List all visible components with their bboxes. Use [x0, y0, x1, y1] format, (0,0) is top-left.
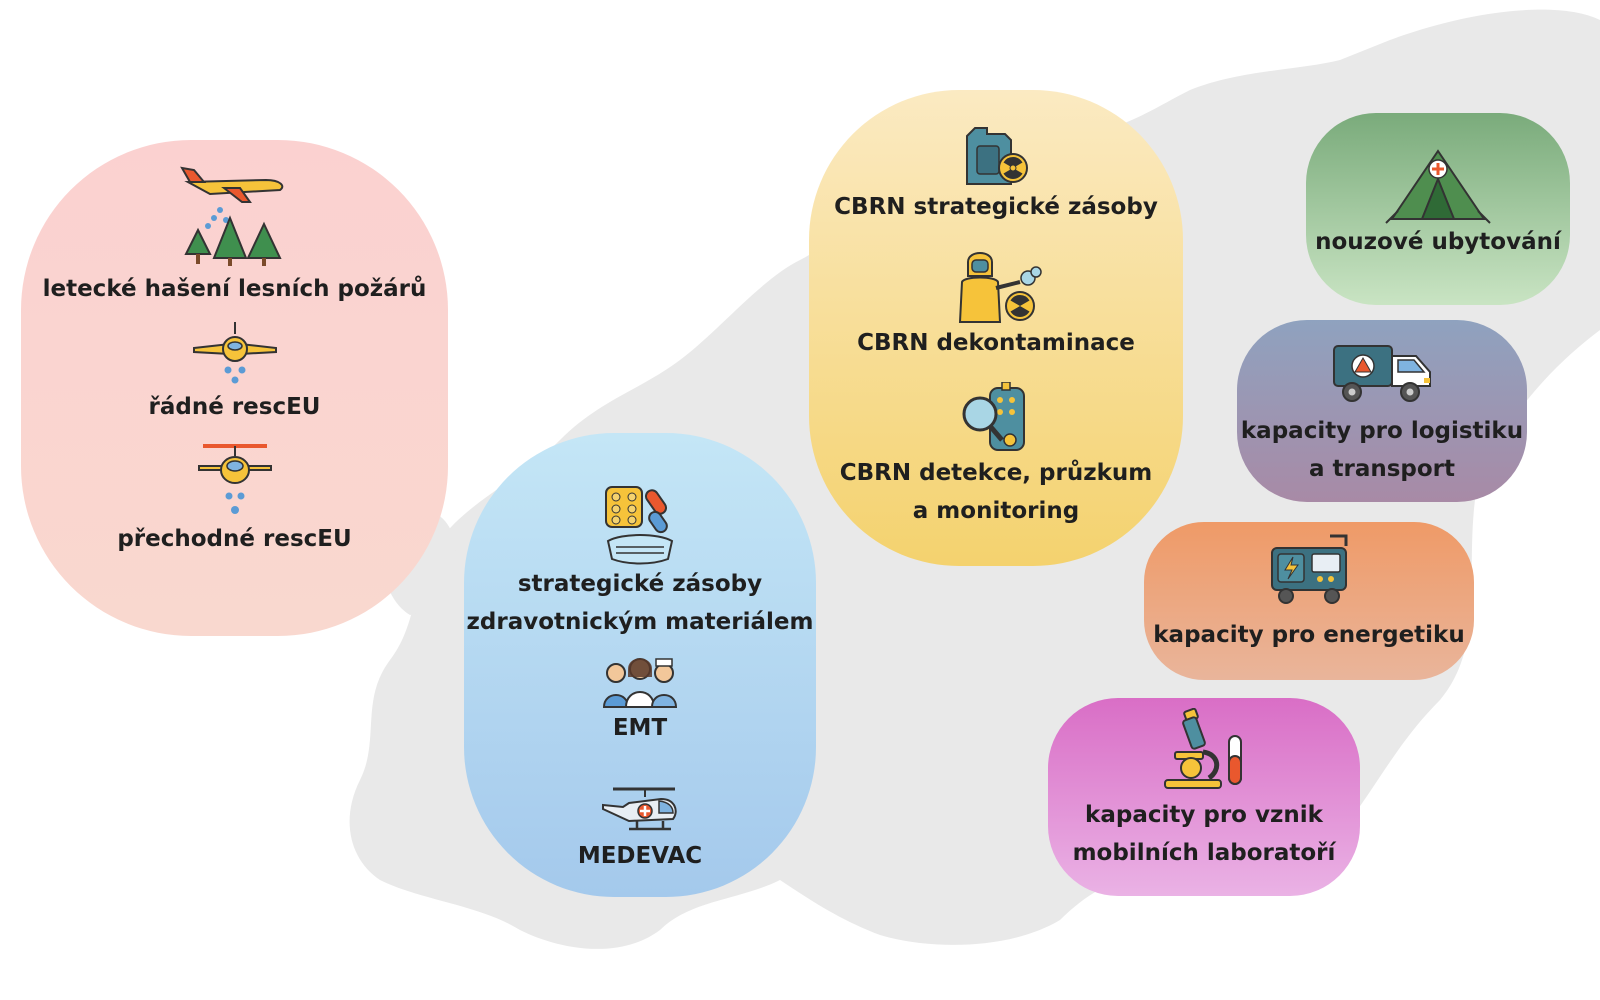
item-cbrn-detection: CBRN detekce, průzkum a monitoring: [840, 382, 1153, 530]
label-cbrn-detection-line1: CBRN detekce, průzkum: [839, 460, 1153, 486]
group-emergency-shelter: nouzové ubytování: [1306, 113, 1570, 305]
label-cbrn-detection-line2: a monitoring: [912, 498, 1080, 524]
item-mobile-laboratories: kapacity pro vznik mobilních laboratoří: [1073, 708, 1336, 872]
item-regular-resceu: řádné rescEU: [148, 322, 321, 426]
firefighting-plane-forest-icon: [179, 166, 283, 266]
group-cbrn: CBRN strategické zásoby CBRN dekontamina…: [809, 90, 1183, 566]
label-logistics-transport: kapacity pro logistiku a transport: [1241, 412, 1523, 488]
item-transitional-resceu: přechodné rescEU: [117, 440, 352, 558]
label-mobile-laboratories-line1: kapacity pro vznik: [1085, 802, 1323, 828]
helicopter-water-drop-icon: [197, 444, 272, 514]
label-cbrn-strategic-stocks: CBRN strategické zásoby: [834, 194, 1158, 220]
group-medical: strategické zásoby zdravotnickým materiá…: [464, 433, 816, 897]
label-logistics-transport-line1: kapacity pro logistiku: [1240, 418, 1524, 444]
detector-magnifier-icon: [962, 382, 1025, 451]
item-strategic-medical-stocks: strategické zásoby zdravotnickým materiá…: [467, 485, 814, 641]
item-cbrn-decontamination: CBRN dekontaminace: [857, 248, 1135, 362]
group-aerial-firefighting: letecké hašení lesních požárů řádné resc…: [21, 140, 448, 636]
truck-icon: [1332, 345, 1431, 402]
generator-icon: [1271, 534, 1348, 604]
label-regular-resceu: řádné rescEU: [148, 394, 321, 420]
group-logistics: kapacity pro logistiku a transport: [1237, 320, 1527, 502]
label-emt: EMT: [612, 715, 668, 741]
label-strategic-medical-stocks: strategické zásoby zdravotnickým materiá…: [467, 565, 814, 641]
item-cbrn-strategic-stocks: CBRN strategické zásoby: [834, 124, 1158, 226]
medical-tent-icon: [1385, 149, 1491, 224]
label-cbrn-decontamination: CBRN dekontaminace: [857, 330, 1135, 356]
group-energy: kapacity pro energetiku: [1144, 522, 1474, 680]
medical-team-icon: [602, 658, 678, 708]
item-emergency-shelter: nouzové ubytování: [1315, 149, 1561, 261]
jerrycan-radiation-icon: [965, 127, 1028, 185]
label-strategic-medical-stocks-line1: strategické zásoby: [517, 571, 763, 597]
label-logistics-transport-line2: a transport: [1308, 456, 1456, 482]
pills-mask-icon: [605, 486, 674, 565]
label-transitional-resceu: přechodné rescEU: [117, 526, 352, 552]
label-mobile-laboratories-line2: mobilních laboratoří: [1072, 840, 1336, 866]
label-cbrn-detection: CBRN detekce, průzkum a monitoring: [840, 454, 1153, 530]
label-energy: kapacity pro energetiku: [1153, 622, 1465, 648]
label-aerial-forest-firefighting: letecké hašení lesních požárů: [42, 276, 427, 302]
label-medevac: MEDEVAC: [577, 843, 703, 869]
microscope-test-tube-icon: [1163, 708, 1242, 789]
item-energy: kapacity pro energetiku: [1153, 532, 1465, 654]
label-emergency-shelter: nouzové ubytování: [1315, 229, 1561, 255]
medical-helicopter-icon: [601, 787, 677, 831]
item-aerial-forest-firefighting: letecké hašení lesních požárů: [42, 158, 427, 308]
label-strategic-medical-stocks-line2: zdravotnickým materiálem: [466, 609, 814, 635]
label-mobile-laboratories: kapacity pro vznik mobilních laboratoří: [1073, 796, 1336, 872]
item-medevac: MEDEVAC: [578, 785, 702, 875]
item-logistics-transport: kapacity pro logistiku a transport: [1241, 342, 1523, 488]
plane-water-drop-icon: [192, 322, 277, 384]
item-emt: EMT: [600, 655, 680, 747]
hazmat-suit-icon: [958, 252, 1042, 323]
group-mobile-laboratories: kapacity pro vznik mobilních laboratoří: [1048, 698, 1360, 896]
